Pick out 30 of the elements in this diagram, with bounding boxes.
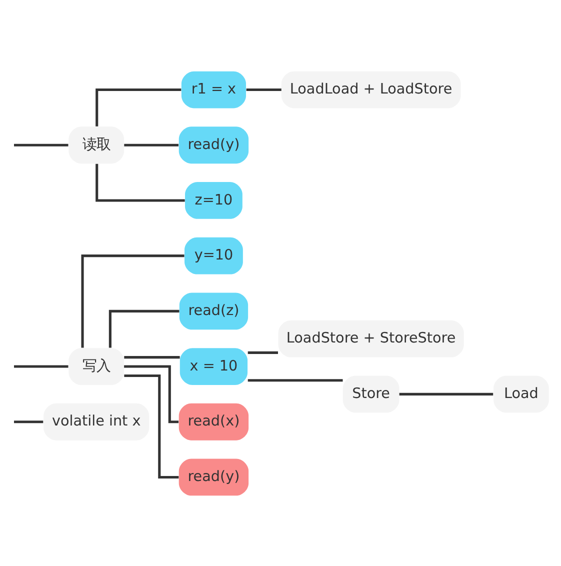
connector	[14, 143, 68, 146]
node-box: read(x)	[178, 402, 248, 440]
node-box: read(z)	[178, 292, 248, 330]
connector	[95, 88, 181, 126]
node-box: 读取	[68, 126, 124, 164]
connector	[124, 143, 178, 146]
connector	[80, 254, 184, 348]
connector	[14, 364, 68, 368]
node-box: y=10	[184, 236, 242, 274]
connector	[124, 356, 180, 358]
connector	[246, 88, 281, 91]
node-box: r1 = x	[180, 70, 246, 108]
connector	[247, 350, 278, 354]
connector	[108, 309, 179, 348]
connector	[14, 420, 43, 423]
node-box: 写入	[68, 348, 124, 384]
node-box: read(y)	[178, 126, 248, 164]
node-box: z=10	[184, 182, 242, 218]
node-box: read(y)	[178, 458, 248, 496]
node-box: Store	[342, 375, 399, 412]
connector	[247, 378, 342, 382]
node-box: Load	[493, 375, 548, 412]
node-box: LoadLoad + LoadStore	[280, 70, 460, 108]
connector	[398, 392, 493, 395]
connector	[124, 364, 178, 423]
node-box: volatile int x	[43, 402, 149, 440]
connector	[124, 374, 178, 478]
connector	[95, 163, 184, 202]
node-box: LoadStore + StoreStore	[278, 320, 464, 357]
node-box: x = 10	[179, 348, 248, 384]
